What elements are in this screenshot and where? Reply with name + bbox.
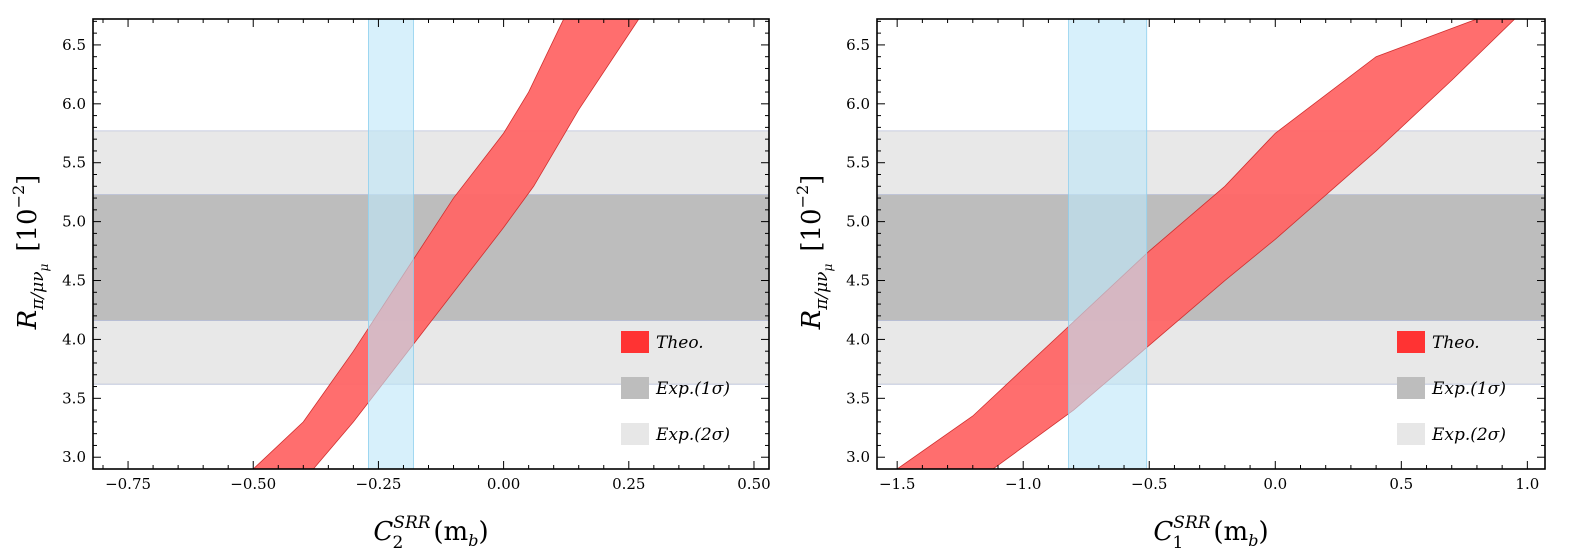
x-axis-title-sup: SRR: [1173, 513, 1210, 533]
plot-area: [93, 19, 769, 469]
y-tick-label: 6.5: [846, 36, 870, 54]
y-tick-label: 3.5: [846, 389, 870, 407]
chart-panel-2: −1.5 −1.0 −0.5 0.0 0.5 1.0 3.0 3.5 4.0 4.5 5.0 5.5 6…: [793, 18, 1546, 553]
x-axis-title-argclose: ): [478, 517, 488, 547]
x-tick-label: 1.0: [1515, 475, 1539, 493]
x-axis-title-sub: 1: [1173, 533, 1184, 553]
legend-label-exp1: Exp.(1σ): [1431, 379, 1506, 399]
y-axis-title-base: R: [13, 310, 43, 331]
x-axis-title-sup: SRR: [393, 513, 430, 533]
plot-frame: [876, 18, 1546, 470]
x-tick-label: −0.25: [355, 475, 401, 493]
y-axis-title-sub: π/μν: [812, 271, 832, 310]
y-axis-title-subsub: μ: [821, 263, 835, 271]
x-tick-label: −1.0: [1005, 475, 1041, 493]
x-tick-label: −1.5: [879, 475, 915, 493]
y-axis-title-unit: [10: [797, 208, 827, 251]
x-axis-title-argclose: ): [1258, 517, 1268, 547]
y-tick-label: 4.0: [62, 330, 86, 348]
vertical-constraint-band: [1068, 19, 1148, 469]
y-axis-title: Rπ/μνμ [10−2]: [9, 175, 51, 331]
legend-label-theo: Theo.: [656, 333, 704, 353]
y-axis-title: Rπ/μνμ [10−2]: [793, 175, 835, 331]
y-axis-title-unit: [10: [13, 208, 43, 251]
x-tick-label: −0.50: [230, 475, 276, 493]
y-axis-title-sub: π/μν: [28, 271, 48, 310]
y-tick-label: 5.5: [62, 154, 86, 172]
legend-label-exp2: Exp.(2σ): [1431, 425, 1506, 445]
y-tick-label: 6.5: [62, 36, 86, 54]
x-axis-title-arg: (m: [1213, 517, 1248, 547]
y-tick-label: 6.0: [846, 95, 870, 113]
legend-swatch-theo: [1397, 331, 1425, 353]
y-tick-label: 3.0: [846, 448, 870, 466]
x-axis-title-argsub: b: [1248, 531, 1258, 550]
y-axis-title-unitclose: ]: [797, 175, 827, 185]
x-axis-title-argsub: b: [468, 531, 478, 550]
legend-swatch-exp2: [621, 423, 649, 445]
legend-label-theo: Theo.: [1432, 333, 1480, 353]
legend: Theo. Exp.(1σ) Exp.(2σ): [1397, 331, 1506, 445]
x-tick-label: 0.0: [1263, 475, 1287, 493]
x-tick-label: 0.5: [1389, 475, 1413, 493]
x-axis-title-arg: (m: [433, 517, 468, 547]
legend-swatch-exp1: [621, 377, 649, 399]
y-axis-title-unitsup: −2: [9, 185, 28, 209]
y-axis-title-base: R: [797, 310, 827, 331]
y-tick-label: 3.0: [62, 448, 86, 466]
y-axis-title-unitsup: −2: [793, 185, 812, 209]
y-tick-label: 6.0: [62, 95, 86, 113]
y-tick-label: 5.0: [62, 213, 86, 231]
y-tick-label: 4.5: [62, 272, 86, 290]
y-tick-label: 4.0: [846, 330, 870, 348]
y-tick-label: 3.5: [62, 389, 86, 407]
legend-swatch-exp1: [1397, 377, 1425, 399]
y-tick-label: 5.5: [846, 154, 870, 172]
x-tick-label: 0.50: [737, 475, 770, 493]
y-tick-label: 4.5: [846, 272, 870, 290]
x-tick-label: −0.75: [105, 475, 151, 493]
x-axis-title-sub: 2: [393, 533, 404, 553]
x-tick-label: 0.25: [612, 475, 645, 493]
legend-swatch-theo: [621, 331, 649, 353]
x-axis-title-base: C: [1153, 517, 1173, 547]
vertical-constraint-band: [368, 19, 414, 469]
x-axis-title-base: C: [373, 517, 393, 547]
y-tick-label: 5.0: [846, 213, 870, 231]
legend-swatch-exp2: [1397, 423, 1425, 445]
legend-label-exp2: Exp.(2σ): [655, 425, 730, 445]
legend-label-exp1: Exp.(1σ): [655, 379, 730, 399]
plot-frame: [92, 18, 770, 470]
x-tick-label: 0.00: [487, 475, 520, 493]
x-tick-label: −0.5: [1131, 475, 1167, 493]
legend: Theo. Exp.(1σ) Exp.(2σ): [621, 331, 730, 445]
plot-area: [877, 19, 1545, 469]
chart-panel-1: −0.75 −0.50 −0.25 0.00 0.25 0.50 3.0 3.5 4.0 4.5 5…: [9, 18, 771, 553]
y-axis-title-unitclose: ]: [13, 175, 43, 185]
y-axis-title-subsub: μ: [37, 263, 51, 271]
